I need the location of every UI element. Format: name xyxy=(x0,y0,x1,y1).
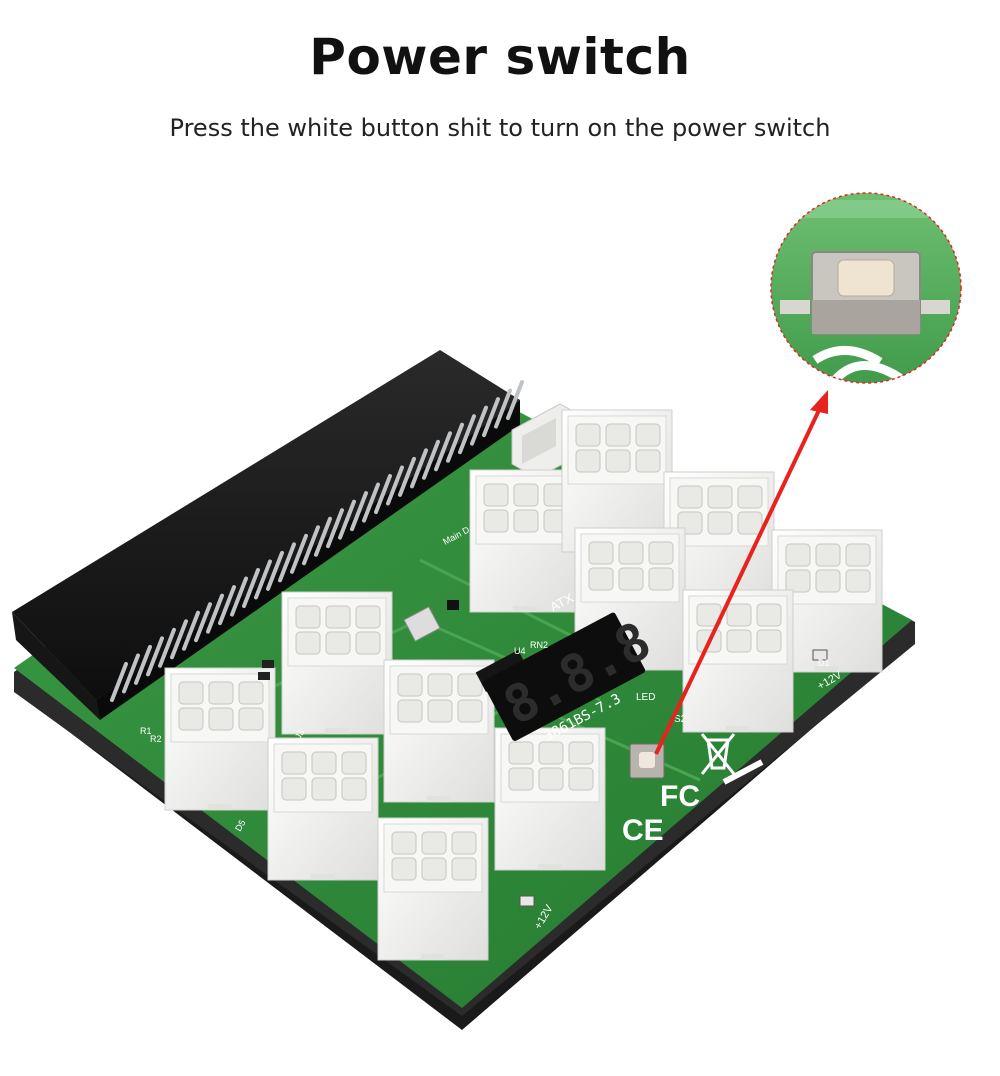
slot-pin xyxy=(410,448,428,489)
slot-pin xyxy=(350,491,368,532)
slot-pin xyxy=(122,653,140,694)
slot-pin xyxy=(470,405,488,446)
slot-pin xyxy=(158,627,176,668)
pcie-6pin-connector xyxy=(682,589,794,733)
slot-pin xyxy=(314,516,332,557)
label-r1: R1 xyxy=(140,726,152,736)
pcie-6pin-connector xyxy=(663,471,775,615)
slot-pin xyxy=(290,533,308,574)
pointer-arrow xyxy=(654,390,828,755)
pcie-6pin-connector xyxy=(377,817,489,961)
slot-pin xyxy=(266,550,284,591)
slot-pin xyxy=(458,414,476,455)
slot-pin xyxy=(170,619,188,660)
slot-pin xyxy=(422,439,440,480)
slot-pin xyxy=(206,593,224,634)
slot-pin xyxy=(230,576,248,617)
zoom-inset xyxy=(770,192,962,384)
slot-pin xyxy=(242,568,260,608)
slot-pin xyxy=(254,559,272,600)
slot-pin xyxy=(110,662,128,702)
pcie-6pin-connector xyxy=(164,667,276,811)
slot-pin xyxy=(374,474,392,514)
slot-pin xyxy=(218,585,236,626)
label-r2: R2 xyxy=(150,734,162,744)
slot-pin xyxy=(446,422,464,463)
slot-pin xyxy=(146,636,164,677)
slot-pin xyxy=(434,431,452,472)
label-s2: S2 xyxy=(674,714,687,725)
pcie-6pin-connector xyxy=(267,737,379,881)
page-subtitle: Press the white button shit to turn on t… xyxy=(169,114,831,142)
label-d5: D5 xyxy=(233,818,247,833)
label-j3: J3 xyxy=(293,728,306,741)
edge-connector-slot xyxy=(12,350,524,720)
slot-pin xyxy=(134,644,152,685)
pcie-6pin-connector xyxy=(281,591,393,735)
fc-mark: FC xyxy=(660,780,700,813)
page-title: Power switch xyxy=(309,28,691,86)
slot-pin xyxy=(494,388,512,429)
slot-pin xyxy=(278,542,296,583)
label-rn2: RN2 xyxy=(530,640,548,650)
weee-bin-icon xyxy=(700,733,764,785)
label-u4: U4 xyxy=(514,646,526,656)
slot-pin xyxy=(194,602,212,643)
ce-mark: CE xyxy=(622,814,664,847)
slot-pin xyxy=(338,499,356,540)
slot-pin xyxy=(506,380,524,420)
label-d1: D1 xyxy=(818,658,830,668)
pcie-6pin-connector xyxy=(494,727,606,871)
slot-pin xyxy=(482,397,500,438)
slot-pin xyxy=(302,525,320,566)
pcie-6pin-connector xyxy=(469,469,581,613)
slot-pin xyxy=(182,610,200,651)
slot-pin xyxy=(386,465,404,506)
pcie-power-connectors xyxy=(164,409,883,961)
slot-pin xyxy=(398,456,416,497)
label-led: LED xyxy=(636,692,655,703)
pcie-6pin-connector xyxy=(771,529,883,673)
slot-pin xyxy=(326,508,344,549)
pcie-6pin-connector xyxy=(383,659,495,803)
slot-pin xyxy=(362,482,380,523)
